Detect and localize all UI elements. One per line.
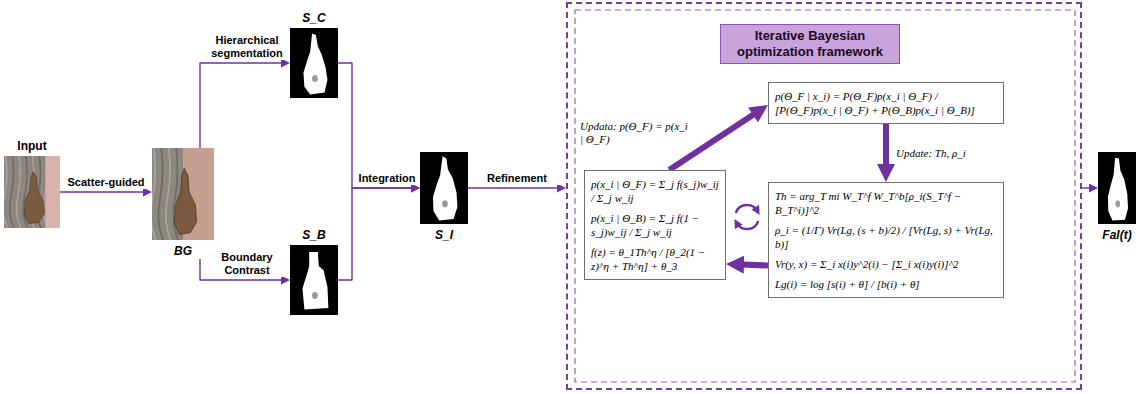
image-picture — [152, 148, 214, 240]
image-label: BG — [152, 243, 214, 259]
edge-label: Update: Th, ρ_i — [896, 147, 996, 160]
edge-label-box: Integration — [355, 172, 419, 185]
mask-ground — [290, 28, 338, 98]
image-picture — [290, 245, 338, 315]
edge-label: Hierarchical segmentation — [206, 34, 288, 60]
edge-label-box: Updata: p(Θ_F) = p(x_i | Θ_F) — [580, 120, 692, 146]
connector — [60, 191, 147, 192]
formula: p(x_i | Θ_F) = Σ_j f(s_j)w_ij / Σ_j w_ij — [591, 177, 719, 205]
formula: f(z) = θ_1Th^η / [θ_2(1 − z)^η + Th^η] +… — [591, 245, 719, 273]
edge-label-box: Scatter-guided — [62, 176, 150, 189]
bark-texture — [166, 148, 171, 240]
image-label: Fal(t) — [1098, 227, 1136, 243]
edge-label-box: Refinement — [471, 172, 563, 185]
bark-texture — [10, 156, 14, 228]
connector — [736, 264, 768, 265]
formula: p(x_i | Θ_B) = Σ_j f(1 − s_j)w_ij / Σ_j … — [591, 211, 719, 239]
mask-object — [433, 156, 457, 220]
edge-label-box: Boundary Contrast — [206, 251, 288, 277]
bark — [152, 148, 214, 240]
edge-label: Integration — [355, 172, 419, 185]
bark-texture — [4, 156, 7, 228]
mask-ground — [1098, 152, 1136, 224]
mask-object — [302, 252, 328, 309]
image-label: S_I — [420, 227, 468, 243]
saliency-map: S_C — [290, 10, 338, 98]
cycle-arrow — [736, 205, 758, 213]
bark-texture — [158, 148, 163, 240]
mask-object — [1108, 158, 1128, 221]
image-picture — [4, 156, 60, 228]
edge-label: Boundary Contrast — [206, 251, 288, 277]
formula: ρ_i = (1/Γ) Vr(Lg, (s + b)/2) / [Vr(Lg, … — [775, 223, 997, 251]
image-label: S_C — [290, 10, 338, 26]
output-image: Fal(t) — [1098, 152, 1136, 243]
mask-spot — [1115, 200, 1120, 207]
mask-ground — [290, 245, 338, 315]
connector — [1082, 187, 1093, 188]
mask-ground — [420, 152, 468, 224]
connector — [338, 188, 415, 280]
edge-label-box: Update: Th, ρ_i — [896, 147, 996, 160]
saliency-map: S_B — [290, 227, 338, 315]
inner-frame — [575, 10, 1075, 382]
edge-label-box: Hierarchical segmentation — [206, 34, 288, 60]
connector — [200, 259, 285, 280]
mask-spot — [312, 292, 318, 299]
bark-texture — [17, 156, 21, 228]
moth — [174, 168, 196, 234]
framework-frame: Iterative Bayesian optimization framewor… — [566, 2, 1082, 390]
image-picture — [420, 152, 468, 224]
image-label: S_B — [290, 227, 338, 243]
mask-spot — [442, 200, 448, 207]
connector — [338, 63, 415, 188]
connector — [200, 63, 285, 148]
connector — [669, 111, 759, 170]
formula: Th = arg_T mi W_T^f W_T^b[ρ_i(S_T^f − B_… — [775, 189, 997, 217]
formula-box: p(Θ_F | x_i) = P(Θ_F)p(x_i | Θ_F) / [P(Θ… — [768, 82, 1004, 124]
saliency-map: S_I — [420, 152, 468, 243]
image-label: Input — [4, 138, 60, 154]
edge-label: Updata: p(Θ_F) = p(x_i | Θ_F) — [580, 120, 692, 146]
formula: Lg(i) = log [s(i) + θ] / [b(i) + θ] — [775, 277, 997, 291]
moth — [24, 172, 44, 224]
mask-object — [303, 34, 327, 95]
background-image: BG — [152, 148, 214, 259]
frame-title: Iterative Bayesian optimization framewor… — [720, 24, 900, 64]
edge-label: Scatter-guided — [62, 176, 150, 189]
cycle-arrow — [737, 221, 759, 229]
formula: Vr(y, x) = Σ_i x(i)y^2(i) − [Σ_i x(i)y(i… — [775, 257, 997, 271]
bark-texture — [152, 148, 156, 240]
connector — [468, 187, 561, 188]
image-picture — [290, 28, 338, 98]
formula: p(Θ_F | x_i) = P(Θ_F)p(x_i | Θ_F) / [P(Θ… — [775, 89, 997, 117]
mask-spot — [312, 75, 318, 82]
input-image: Input — [4, 138, 60, 228]
image-picture — [1098, 152, 1136, 224]
bark — [4, 156, 60, 228]
formula-box: Th = arg_T mi W_T^f W_T^b[ρ_i(S_T^f − B_… — [768, 182, 1004, 298]
connector — [883, 124, 889, 172]
edge-label: Refinement — [471, 172, 563, 185]
formula-box: p(x_i | Θ_F) = Σ_j f(s_j)w_ij / Σ_j w_ij… — [584, 170, 726, 280]
background-region — [45, 156, 60, 228]
